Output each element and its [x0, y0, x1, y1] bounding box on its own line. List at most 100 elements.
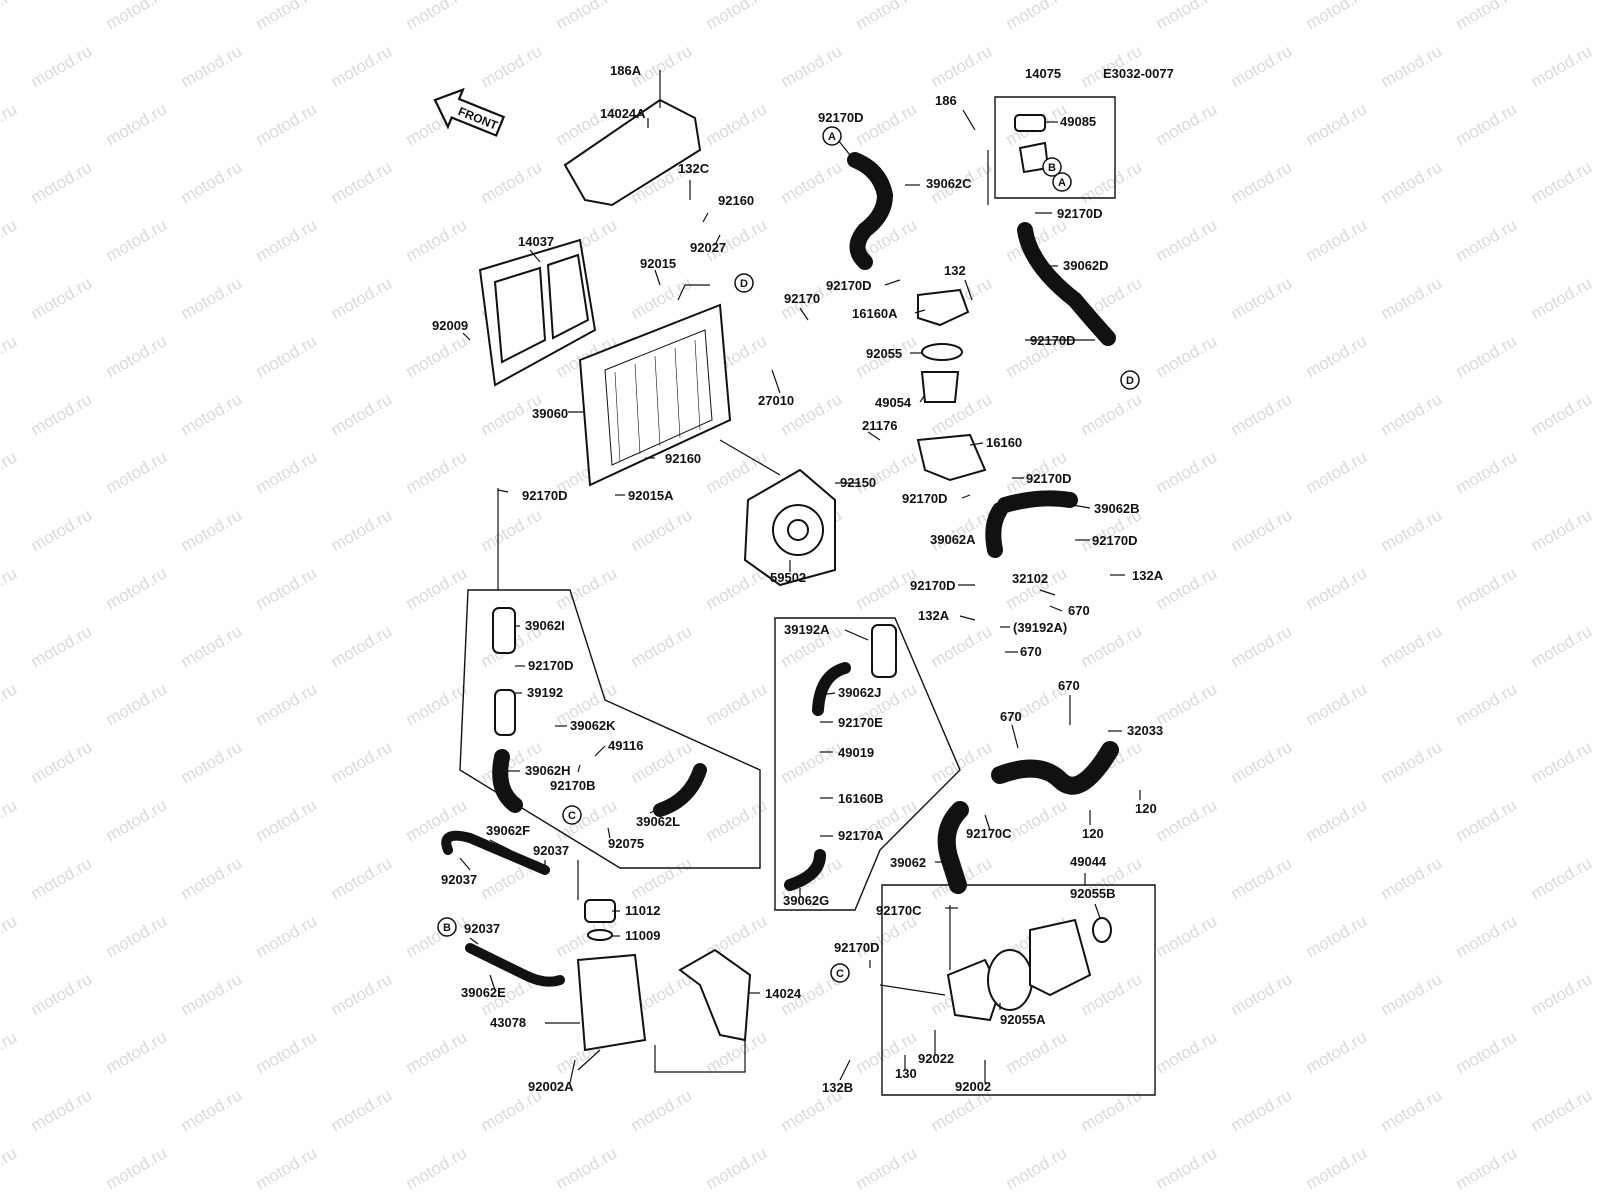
part-label-92170d: 92170D — [522, 488, 568, 503]
o-ring-92055B — [1092, 917, 1112, 943]
watermark-text: motod.ru — [1303, 1027, 1371, 1077]
watermark-text: motod.ru — [1153, 679, 1221, 729]
leader-line — [497, 489, 509, 493]
watermark-text: motod.ru — [553, 563, 621, 613]
watermark-text: motod.ru — [1003, 1143, 1071, 1193]
watermark-text: motod.ru — [28, 737, 96, 787]
part-label-49044: 49044 — [1070, 854, 1107, 869]
watermark-text: motod.ru — [328, 505, 396, 555]
part-label-21176: 21176 — [862, 418, 897, 433]
watermark-text: motod.ru — [628, 505, 696, 555]
leader-line — [799, 307, 809, 321]
watermark-text: motod.ru — [28, 41, 96, 91]
watermark-text: motod.ru — [928, 621, 996, 671]
part-label-16160b: 16160B — [838, 791, 884, 806]
part-label-92037: 92037 — [441, 872, 477, 887]
watermark-text: motod.ru — [178, 41, 246, 91]
svg-text:A: A — [828, 131, 836, 143]
part-label-49085: 49085 — [1060, 114, 1096, 129]
reserve-tank-cover — [678, 948, 752, 1042]
watermark-text: motod.ru — [178, 1085, 246, 1135]
watermark-text: motod.ru — [1003, 1027, 1071, 1077]
watermark-text: motod.ru — [403, 1027, 471, 1077]
watermark-text: motod.ru — [853, 0, 921, 33]
part-label-92160: 92160 — [665, 451, 701, 466]
watermark-text: motod.ru — [178, 157, 246, 207]
watermark-text: motod.ru — [1528, 969, 1596, 1019]
hose-39062I — [492, 607, 516, 654]
svg-text:C: C — [568, 810, 576, 822]
reference-marker-d: D — [1120, 370, 1140, 390]
part-label-14075: 14075 — [1025, 66, 1061, 81]
watermark-text: motod.ru — [403, 0, 471, 33]
watermark-text: motod.ru — [253, 331, 321, 381]
watermark-text: motod.ru — [1453, 795, 1521, 845]
label-leader-lines — [459, 70, 1141, 1084]
part-label-14037: 14037 — [518, 234, 554, 249]
watermark-text: motod.ru — [628, 853, 696, 903]
watermark-text: motod.ru — [1228, 1085, 1296, 1135]
watermark-text: motod.ru — [928, 505, 996, 555]
part-label-92150: 92150 — [840, 475, 876, 490]
watermark-text: motod.ru — [1528, 273, 1596, 323]
part-label-132: 132 — [944, 263, 966, 278]
leader-line — [1049, 605, 1063, 612]
watermark-text: motod.ru — [28, 389, 96, 439]
watermark-text: motod.ru — [328, 273, 396, 323]
watermark-text: motod.ru — [253, 447, 321, 497]
watermark-text: motod.ru — [103, 447, 171, 497]
leader-line — [919, 394, 926, 403]
svg-text:D: D — [740, 278, 748, 290]
watermark-text: motod.ru — [1228, 273, 1296, 323]
watermark-text: motod.ru — [703, 0, 771, 33]
watermark-text: motod.ru — [0, 563, 20, 613]
part-label-39062c: 39062C — [926, 176, 972, 191]
watermark-text: motod.ru — [1378, 1085, 1446, 1135]
cap-49085 — [1014, 114, 1046, 132]
part-label-49054: 49054 — [875, 395, 912, 410]
reference-marker-c: C — [562, 805, 582, 825]
part-label-92027: 92027 — [690, 240, 726, 255]
watermark-text: motod.ru — [853, 1143, 921, 1193]
watermark-text: motod.ru — [28, 853, 96, 903]
watermark-text: motod.ru — [28, 969, 96, 1019]
leader-line — [819, 692, 836, 696]
reference-marker-d: D — [734, 273, 754, 293]
part-label-43078: 43078 — [490, 1015, 526, 1030]
part-label-92170d: 92170D — [1092, 533, 1138, 548]
part-label-92170d: 92170D — [1026, 471, 1072, 486]
watermark-text: motod.ru — [253, 911, 321, 961]
watermark-text: motod.ru — [403, 911, 471, 961]
watermark-text: motod.ru — [253, 1143, 321, 1193]
watermark-text: motod.ru — [1078, 389, 1146, 439]
part-label-39062l: 39062L — [636, 814, 680, 829]
leader-line — [844, 629, 869, 641]
part-label-92170b: 92170B — [550, 778, 596, 793]
part-label-92170d: 92170D — [834, 940, 880, 955]
part-label-92075: 92075 — [608, 836, 644, 851]
watermark-text: motod.ru — [403, 447, 471, 497]
part-label-49116: 49116 — [608, 738, 643, 753]
reserve-tank-cap-11012 — [584, 899, 616, 923]
watermark-text: motod.ru — [1153, 1143, 1221, 1193]
thermostat — [920, 371, 960, 403]
watermark-text: motod.ru — [1453, 0, 1521, 33]
part-label-16160: 16160 — [986, 435, 1022, 450]
leader-line — [1011, 724, 1019, 749]
part-label-59502: 59502 — [770, 570, 806, 585]
part-label-39062j: 39062J — [838, 685, 881, 700]
part-label-39192: 39192 — [527, 685, 563, 700]
watermark-text: motod.ru — [178, 737, 246, 787]
watermark-text: motod.ru — [328, 41, 396, 91]
leader-line — [914, 309, 926, 314]
part-label-39062d: 39062D — [1063, 258, 1109, 273]
svg-text:C: C — [836, 968, 844, 980]
part-label-120: 120 — [1135, 801, 1157, 816]
leader-line — [469, 937, 479, 945]
svg-text:D: D — [1126, 375, 1134, 387]
watermark-text: motod.ru — [1378, 389, 1446, 439]
part-label-39062b: 39062B — [1094, 501, 1140, 516]
watermark-text: motod.ru — [1078, 157, 1146, 207]
watermark-text: motod.ru — [1228, 157, 1296, 207]
watermark-text: motod.ru — [103, 563, 171, 613]
